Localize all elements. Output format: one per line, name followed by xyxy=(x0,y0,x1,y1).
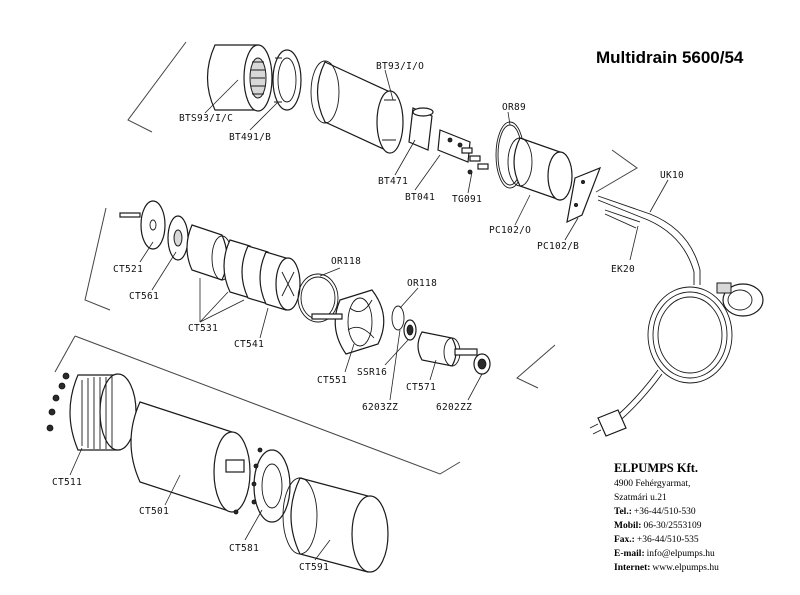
label-6203zz: 6203ZZ xyxy=(362,402,398,413)
part-pc102o-cover xyxy=(507,137,573,201)
contact-mobile: Mobil:06-30/2553109 xyxy=(614,521,702,531)
contact-email: E-mail:info@elpumps.hu xyxy=(614,548,715,559)
label-ct511: CT511 xyxy=(52,477,82,488)
part-6202zz-bearing xyxy=(473,353,491,375)
part-pc102b-flange xyxy=(566,166,602,224)
group-bracket-top xyxy=(127,41,638,193)
part-ct501-pump-body xyxy=(130,401,251,513)
label-bt041: BT041 xyxy=(405,192,435,203)
company-name: ELPUMPS Kft. xyxy=(614,461,698,475)
diagram-title: Multidrain 5600/54 xyxy=(596,48,744,67)
label-ct551: CT551 xyxy=(317,375,347,386)
contact-internet: Internet:www.elpumps.hu xyxy=(614,563,719,573)
label-or118-a: OR118 xyxy=(331,256,361,267)
label-ct581: CT581 xyxy=(229,543,259,554)
label-or89: OR89 xyxy=(502,102,526,113)
part-ct521-plate xyxy=(119,200,166,250)
part-bt041-terminal xyxy=(437,129,471,163)
part-bt491-ring xyxy=(272,49,302,111)
part-bt93-motor-housing xyxy=(310,60,404,154)
label-ct541: CT541 xyxy=(234,339,264,350)
part-tg091-screws xyxy=(461,147,489,175)
part-bts93-end-cap xyxy=(206,44,273,112)
label-ct531: CT531 xyxy=(188,323,218,334)
part-ct551-impeller xyxy=(311,289,385,355)
company-contact-block: ELPUMPS Kft. 4900 Fehérgyarmat, Szatmári… xyxy=(614,461,719,573)
leader-lines xyxy=(69,69,669,561)
part-mains-plug xyxy=(589,409,627,437)
label-pc102o: PC102/O xyxy=(489,225,531,236)
label-bt471: BT471 xyxy=(378,176,408,187)
label-ct521: CT521 xyxy=(113,264,143,275)
part-ct571-shaft xyxy=(417,331,478,367)
label-ssr16: SSR16 xyxy=(357,367,387,378)
label-6202zz: 6202ZZ xyxy=(436,402,472,413)
contact-fax: Fax.:+36-44/510-535 xyxy=(614,535,699,545)
part-ct541-diffusers xyxy=(223,239,301,311)
part-bt471-capacitor xyxy=(408,107,434,151)
part-ct511-strainer xyxy=(46,372,137,451)
part-ct591-outer-sleeve xyxy=(282,477,389,573)
label-pc102b: PC102/B xyxy=(537,241,579,252)
label-ct591: CT591 xyxy=(299,562,329,573)
group-bracket-middle xyxy=(84,207,556,389)
label-or118-b: OR118 xyxy=(407,278,437,289)
part-ct561-disc xyxy=(167,215,189,261)
company-address-2: Szatmári u.21 xyxy=(614,493,667,503)
label-bt491: BT491/B xyxy=(229,132,271,143)
label-ct571: CT571 xyxy=(406,382,436,393)
company-address-1: 4900 Fehérgyarmat, xyxy=(614,479,690,489)
label-uk10: UK10 xyxy=(660,170,684,181)
label-tg091: TG091 xyxy=(452,194,482,205)
part-ct581-flange xyxy=(233,447,291,523)
label-ct561: CT561 xyxy=(129,291,159,302)
part-uk10-cable xyxy=(597,195,733,425)
label-ct501: CT501 xyxy=(139,506,169,517)
label-bt93: BT93/I/O xyxy=(376,61,424,72)
label-bts93: BTS93/I/C xyxy=(179,113,233,124)
part-or118-oring-b xyxy=(391,305,405,331)
contact-tel: Tel.:+36-44/510-530 xyxy=(614,507,696,517)
part-float-switch xyxy=(716,282,764,317)
group-bracket-bottom xyxy=(54,335,461,475)
label-ek20: EK20 xyxy=(611,264,635,275)
part-ssr16-seal xyxy=(403,319,417,341)
